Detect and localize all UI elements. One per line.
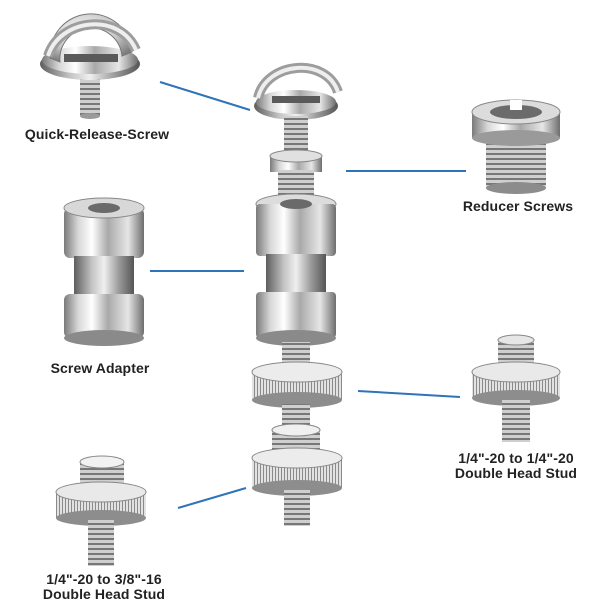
label-double-head-stud-a-line1: 1/4"-20 to 1/4"-20 bbox=[458, 450, 574, 466]
leader-line-stud-b bbox=[177, 487, 247, 509]
label-double-head-stud-b-line1: 1/4"-20 to 3/8"-16 bbox=[46, 571, 162, 587]
double-head-stud-a-image bbox=[471, 334, 561, 442]
label-double-head-stud-a-line2: Double Head Stud bbox=[454, 465, 578, 481]
label-screw-adapter: Screw Adapter bbox=[50, 360, 150, 376]
label-double-head-stud-b-line2: Double Head Stud bbox=[42, 586, 166, 602]
screw-adapter-image bbox=[63, 197, 145, 346]
leader-line-stud-a bbox=[357, 390, 461, 398]
leader-lines bbox=[150, 81, 466, 509]
label-quick-release-screw: Quick-Release-Screw bbox=[24, 126, 170, 142]
reducer-screw-image bbox=[471, 99, 561, 194]
quick-release-screw-image bbox=[40, 13, 141, 119]
label-reducer-screws: Reducer Screws bbox=[462, 198, 574, 214]
label-double-head-stud-b: 1/4"-20 to 3/8"-16 Double Head Stud bbox=[14, 572, 194, 602]
assembled-stack-image bbox=[251, 63, 343, 526]
label-double-head-stud-a: 1/4"-20 to 1/4"-20 Double Head Stud bbox=[436, 451, 596, 481]
double-head-stud-b-image bbox=[55, 455, 147, 566]
leader-line-quick-release bbox=[159, 81, 251, 111]
